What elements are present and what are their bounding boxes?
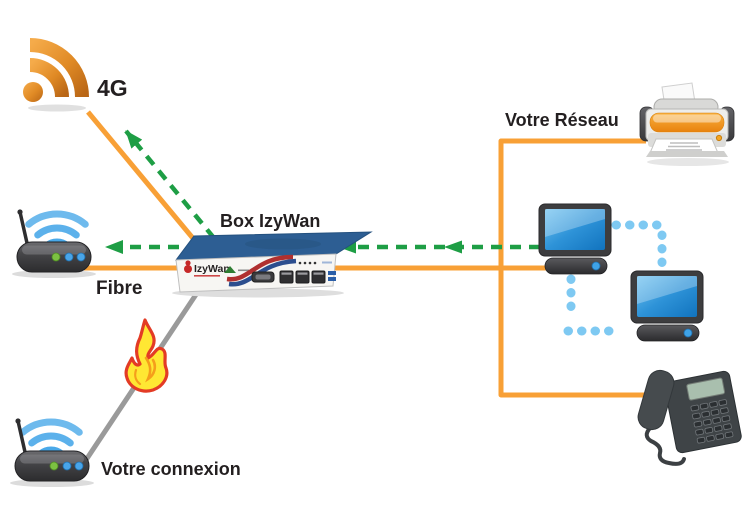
swoosh-red bbox=[226, 254, 294, 282]
wifi-waves-icon bbox=[29, 214, 86, 246]
label-fibre: Fibre bbox=[96, 278, 142, 299]
desk-phone-icon bbox=[637, 369, 742, 466]
label-votre-reseau: Votre Réseau bbox=[505, 110, 619, 130]
blue-dotted-lan bbox=[563, 220, 667, 336]
votre-connexion-router-icon bbox=[8, 416, 96, 489]
4g-signal-icon bbox=[23, 38, 89, 112]
label-box-izywan: Box IzyWan bbox=[220, 211, 320, 231]
label-votre-connexion: Votre connexion bbox=[101, 459, 241, 479]
izywan-appliance: IzyWan bbox=[172, 231, 373, 298]
green-mid-arrowhead bbox=[444, 240, 462, 254]
phone-display bbox=[686, 377, 726, 401]
mascot-icon bbox=[184, 265, 192, 273]
vent bbox=[245, 238, 321, 250]
wifi-waves-icon bbox=[23, 422, 80, 454]
printer-led bbox=[715, 134, 723, 142]
phone-handset bbox=[637, 369, 675, 431]
printer-icon bbox=[639, 82, 735, 166]
fire-icon bbox=[124, 318, 169, 393]
printed-text-lines bbox=[666, 142, 702, 151]
link-lines bbox=[83, 110, 667, 462]
brand-subtext bbox=[194, 275, 220, 277]
shadow bbox=[28, 104, 86, 112]
ethernet-ports bbox=[279, 270, 326, 284]
status-leds bbox=[298, 261, 317, 265]
mascot-icon bbox=[185, 260, 191, 266]
partner-logo bbox=[224, 266, 236, 273]
appliance-brand: IzyWan bbox=[194, 263, 230, 275]
orange-trunk-line bbox=[498, 138, 655, 398]
partner-text bbox=[238, 269, 249, 272]
desktop-computer-icon bbox=[630, 270, 704, 342]
phone-cord bbox=[644, 426, 686, 466]
model-text bbox=[322, 261, 332, 264]
phone-keypad bbox=[690, 399, 734, 444]
fibre-router-icon bbox=[10, 207, 98, 280]
serial-port-pins bbox=[255, 274, 271, 280]
desktop-computer-icon bbox=[538, 203, 612, 275]
usb-ports bbox=[328, 271, 336, 281]
label-4g: 4G bbox=[97, 75, 128, 101]
orange-4g-line bbox=[86, 110, 208, 256]
shadow bbox=[647, 158, 729, 166]
green-dashed-4g-arrow bbox=[124, 129, 216, 240]
